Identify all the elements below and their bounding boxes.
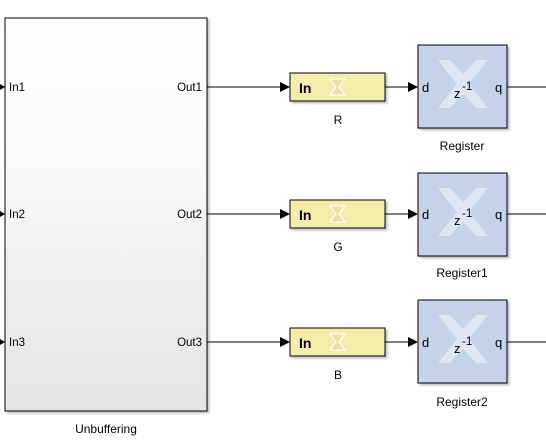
subsystem-output-port-2: Out2 (177, 209, 202, 221)
subsystem-input-port-3: In3 (9, 337, 25, 349)
signal-line-out2-to-g[interactable] (207, 209, 290, 219)
signal-line-g-to-register1[interactable] (385, 209, 418, 219)
signal-line-out1-to-r[interactable] (207, 82, 290, 92)
gateway-label: In (299, 207, 311, 223)
register-port-d: d (422, 207, 429, 222)
xilinx-logo-icon (438, 188, 488, 236)
gateway-label: In (299, 80, 311, 96)
register-expression-exponent: -1 (462, 208, 472, 220)
subsystem-output-port-1: Out1 (177, 82, 202, 94)
register-name: Register (440, 139, 485, 153)
register-expression-exponent: -1 (462, 81, 472, 93)
register-expression-exponent: -1 (462, 336, 472, 348)
signal-line-out3-to-b[interactable] (207, 337, 290, 347)
register-block[interactable]: d q z -1 (417, 44, 508, 129)
subsystem-name: Unbuffering (75, 422, 137, 436)
register-expression-base: z (454, 86, 461, 101)
register1-name: Register1 (436, 266, 488, 280)
register-port-q: q (495, 80, 502, 95)
xilinx-logo-icon (438, 60, 488, 108)
input-arrow-3 (0, 339, 5, 345)
register2-name: Register2 (436, 395, 488, 409)
register-port-q: q (495, 335, 502, 350)
gateway-name-g: G (333, 240, 342, 254)
xilinx-logo-icon (438, 315, 488, 363)
gateway-in-b[interactable]: In (289, 327, 386, 357)
register-port-q: q (495, 207, 502, 222)
input-arrow-1 (0, 84, 5, 90)
gateway-in-g[interactable]: In (289, 199, 386, 229)
subsystem-input-port-1: In1 (9, 82, 25, 94)
subsystem-unbuffering[interactable]: In1 In2 In3 Out1 Out2 Out3 (0, 17, 208, 412)
subsystem-input-port-2: In2 (9, 209, 25, 221)
signal-line-b-to-register2[interactable] (385, 337, 418, 347)
register-expression-base: z (454, 341, 461, 356)
signal-line-r-to-register[interactable] (385, 82, 418, 92)
register2-block[interactable]: d q z -1 (417, 299, 508, 384)
register-expression-base: z (454, 213, 461, 228)
gateway-name-b: B (334, 368, 342, 382)
xilinx-sigma-icon (328, 205, 347, 223)
register-port-d: d (422, 335, 429, 350)
input-arrow-2 (0, 211, 5, 217)
register-port-d: d (422, 80, 429, 95)
xilinx-sigma-icon (328, 78, 347, 96)
subsystem-output-port-3: Out3 (177, 337, 202, 349)
xilinx-sigma-icon (328, 333, 347, 351)
register1-block[interactable]: d q z -1 (417, 172, 508, 257)
gateway-name-r: R (334, 113, 343, 127)
gateway-in-r[interactable]: In (289, 72, 386, 102)
gateway-label: In (299, 335, 311, 351)
